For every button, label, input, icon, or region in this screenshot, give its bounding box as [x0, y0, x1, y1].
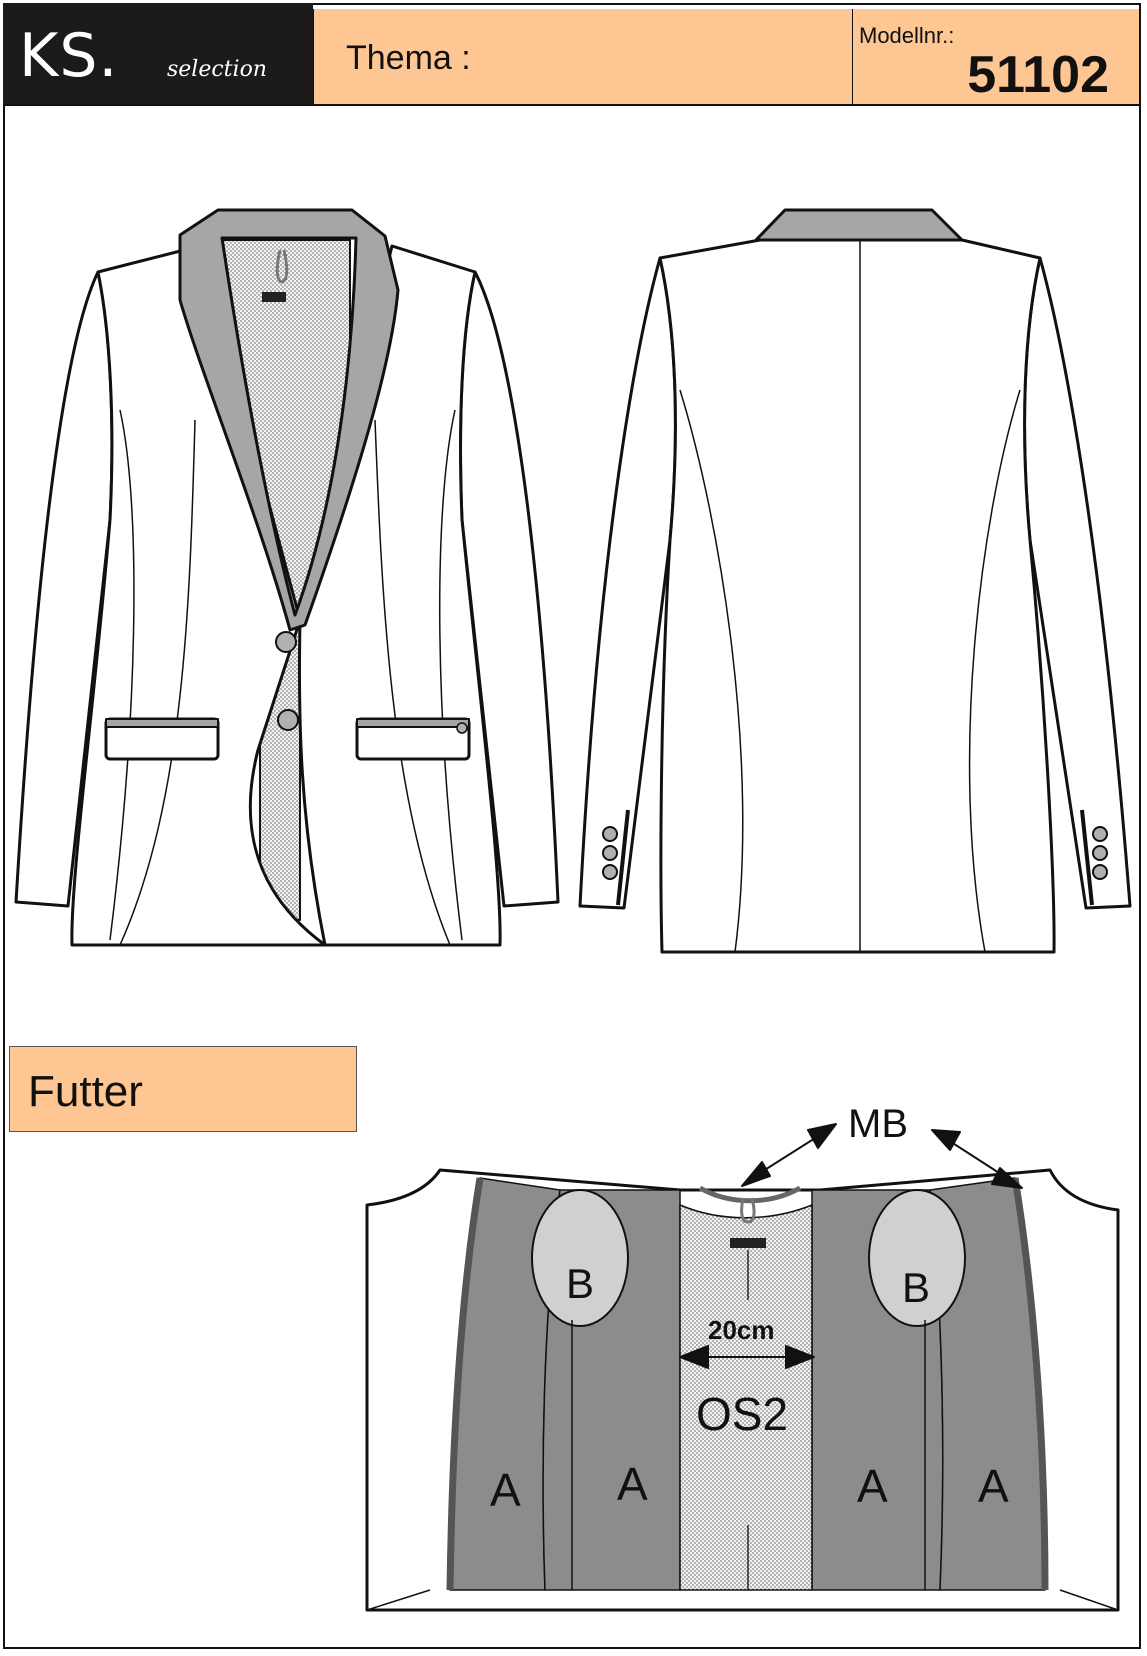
panel-label-a-1: A [490, 1464, 521, 1516]
left-hem-line [366, 1589, 431, 1611]
hanger-loop [275, 249, 289, 284]
left-pocket-welt [105, 718, 219, 728]
left-cuff-button-1 [602, 826, 618, 842]
panel-label-a-4: A [978, 1460, 1009, 1512]
theme-label: Thema : [346, 39, 471, 77]
right-shoulder-pad [868, 1189, 966, 1327]
jacket-front-view [14, 208, 560, 947]
panel-label-a-3: A [857, 1460, 888, 1512]
front-neck-label [262, 292, 286, 302]
model-number-label: Modellnr.: [859, 23, 955, 48]
back-collar [754, 208, 964, 242]
lining-hanger-loop [740, 1197, 756, 1224]
brand-logo: KS. selection [3, 3, 313, 104]
width-dimension-arrow [679, 1345, 815, 1369]
right-cuff-button-3 [1092, 864, 1108, 880]
back-body [658, 238, 1056, 954]
shoulder-pad-left-label: B [566, 1260, 594, 1307]
right-cuff-button-1 [1092, 826, 1108, 842]
logo-main-text: KS. [19, 21, 119, 91]
back-right-panel-seam [968, 389, 1021, 953]
width-label: 20cm [708, 1315, 775, 1345]
lining-right-edge-trim [1011, 1177, 1049, 1591]
lining-section-header: Futter [9, 1046, 357, 1132]
lining-center-panel [679, 1204, 813, 1591]
front-button-top [275, 631, 297, 653]
panel-label-a-2: A [617, 1458, 648, 1510]
mb-arrow-right [931, 1129, 1023, 1189]
pocket-button [456, 722, 468, 734]
model-number-value: 51102 [967, 46, 1109, 104]
left-princess-seam [119, 419, 196, 946]
right-side-seam [439, 409, 463, 941]
left-side-seam [109, 409, 135, 941]
shoulder-pad-right-label: B [902, 1264, 930, 1311]
mb-arrow-left [741, 1123, 837, 1187]
right-pocket-welt [356, 718, 470, 728]
lining-diagram [365, 1123, 1120, 1612]
page-frame [3, 3, 1141, 1649]
right-cuff-button-2 [1092, 845, 1108, 861]
center-panel-label: OS2 [696, 1388, 788, 1440]
left-cuff-button-2 [602, 845, 618, 861]
header: KS. selection Thema : Modellnr.: 51102 [3, 3, 1141, 106]
lining-neck-tape [698, 1185, 802, 1204]
left-shoulder-pad [531, 1189, 629, 1327]
jacket-back-view [578, 208, 1132, 954]
model-number-field: Modellnr.: 51102 [853, 9, 1139, 104]
lining-section-title: Futter [28, 1067, 143, 1116]
mb-label: MB [848, 1102, 908, 1146]
theme-field: Thema : [313, 9, 853, 104]
lining-left-edge-trim [446, 1177, 484, 1591]
back-left-panel-seam [679, 389, 744, 953]
right-hem-line [1059, 1589, 1119, 1611]
left-cuff-button-3 [602, 864, 618, 880]
shawl-collar [178, 208, 400, 632]
back-right-vent [1080, 809, 1094, 906]
lining-neck-label [730, 1238, 766, 1248]
left-front-panel [70, 244, 327, 947]
right-princess-seam [374, 419, 451, 946]
back-left-vent [616, 809, 630, 906]
logo-sub-text: selection [167, 57, 267, 82]
front-button-bottom [277, 709, 299, 731]
